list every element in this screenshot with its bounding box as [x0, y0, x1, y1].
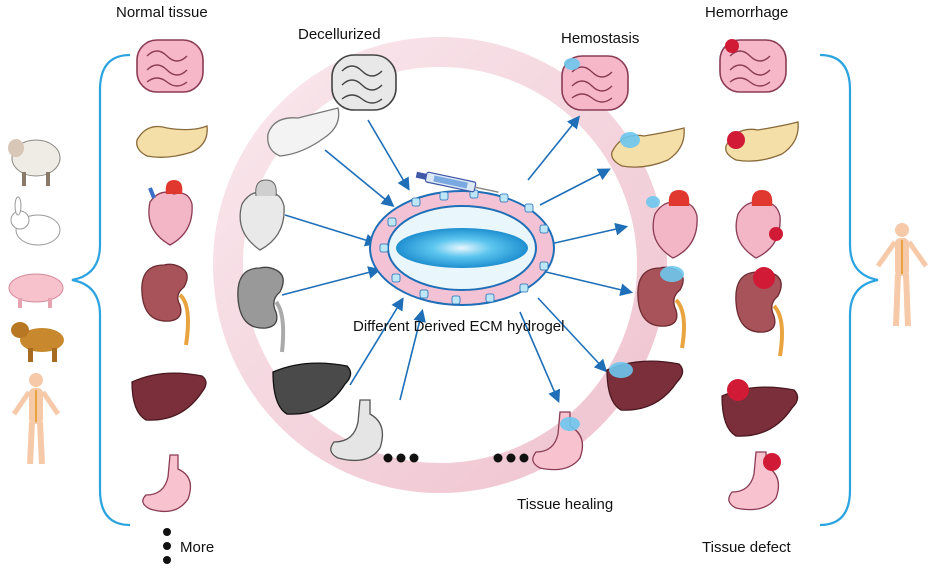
injured-kidney-icon [735, 267, 784, 357]
heart-icon [148, 180, 193, 246]
left-bracket [71, 53, 131, 527]
label-decellurized: Decellurized [298, 26, 381, 43]
treated-liver-icon [606, 360, 684, 411]
stomach-icon [142, 454, 192, 513]
injured-pancreas-icon [725, 121, 799, 162]
dog-icon [11, 322, 64, 362]
decell-liver-icon [272, 362, 352, 415]
injured-stomach-icon [728, 451, 781, 511]
decell-intestine-icon [331, 54, 397, 111]
sheep-icon [8, 139, 61, 186]
label-center: Different Derived ECM hydrogel [353, 318, 565, 335]
output-arrows [519, 115, 634, 403]
pig-icon [8, 273, 64, 308]
injured-liver-icon [721, 379, 799, 437]
injured-heart-icon [735, 190, 783, 259]
human-icon [11, 373, 61, 465]
decell-pancreas-icon [267, 107, 340, 157]
label-tissue-defect: Tissue defect [702, 539, 791, 556]
label-hemostasis: Hemostasis [561, 30, 640, 47]
intestine-icon [136, 39, 204, 93]
treated-kidney-icon [637, 266, 686, 349]
human-figure-right-icon [875, 223, 929, 327]
injured-intestine-icon [719, 39, 787, 93]
label-normal-tissue: Normal tissue [116, 4, 208, 21]
treated-heart-icon [646, 190, 698, 259]
label-more: More [180, 539, 215, 556]
input-arrows [281, 119, 426, 401]
treated-intestine-icon [561, 55, 629, 111]
label-hemorrhage: Hemorrhage [705, 4, 789, 21]
rabbit-icon [10, 196, 61, 246]
label-tissue-healing: Tissue healing [517, 496, 614, 513]
treated-stomach-icon [532, 411, 584, 471]
syringe-icon [415, 171, 499, 193]
ecm-hydrogel [369, 189, 555, 306]
ellipsis-left [383, 453, 419, 463]
ellipsis-right [493, 453, 529, 463]
right-bracket [819, 53, 879, 527]
decell-heart-icon [239, 179, 285, 251]
decell-kidney-icon [237, 266, 286, 353]
treated-pancreas-icon [611, 127, 685, 168]
liver-icon [131, 372, 207, 421]
more-dots [163, 528, 171, 564]
process-ring [213, 37, 667, 493]
pancreas-icon [136, 125, 208, 158]
decell-stomach-icon [330, 399, 384, 462]
kidney-icon [141, 263, 190, 346]
